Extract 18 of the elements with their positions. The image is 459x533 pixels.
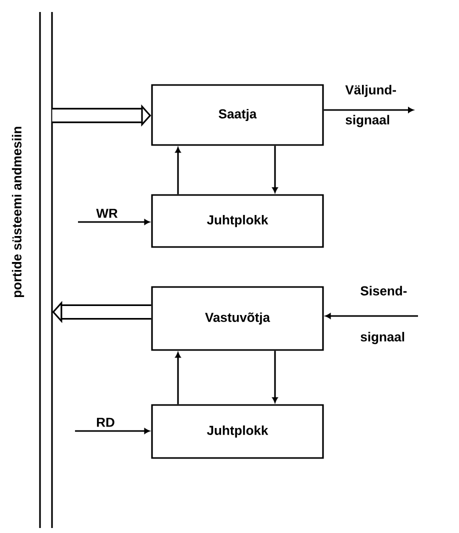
arrow [272, 146, 278, 193]
arrow [175, 147, 181, 194]
arrow [324, 107, 414, 113]
arrow [78, 219, 150, 225]
arrow [75, 428, 150, 434]
edge-label: RD [96, 418, 114, 427]
bus-line [39, 12, 53, 528]
bus-label: portide süsteemi andmesiin [12, 126, 24, 298]
block-box: Juhtplokk [151, 194, 324, 248]
arrow [175, 352, 181, 404]
block-box: Vastuvõtja [151, 286, 324, 351]
signal-label: Väljund- signaal [345, 84, 396, 128]
block-box: Saatja [151, 84, 324, 146]
arrow [272, 350, 278, 403]
block-box: Juhtplokk [151, 404, 324, 459]
signal-label: Sisend- signaal [360, 286, 407, 344]
arrow [325, 313, 418, 319]
edge-label: WR [96, 208, 118, 218]
